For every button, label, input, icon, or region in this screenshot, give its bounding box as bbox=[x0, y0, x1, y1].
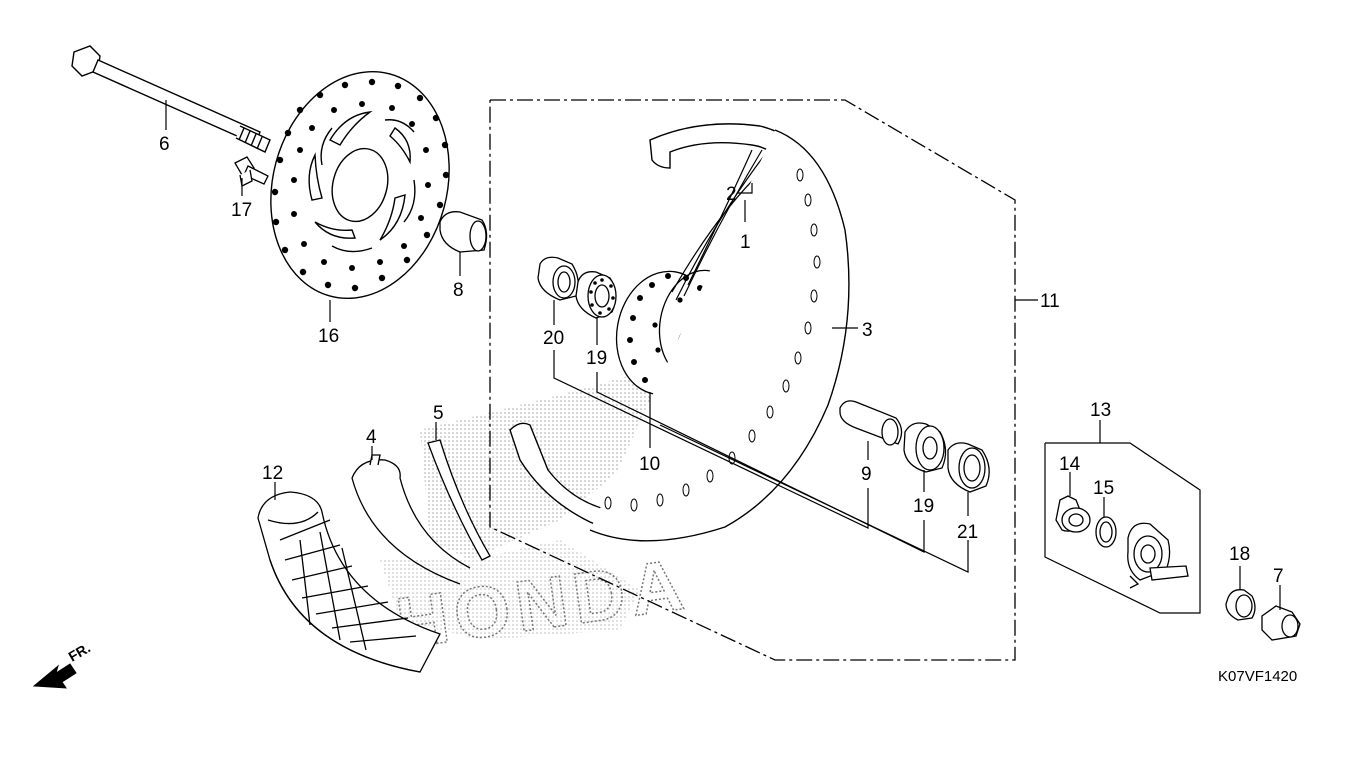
callout-10: 10 bbox=[639, 454, 660, 475]
wheel-rim bbox=[509, 123, 850, 542]
radial-bearing-left bbox=[575, 271, 617, 319]
radial-bearing-right bbox=[903, 422, 947, 473]
front-direction-arrow: FR. bbox=[32, 639, 94, 689]
callout-17: 17 bbox=[231, 200, 252, 221]
brake-disc bbox=[270, 70, 450, 300]
callout-18: 18 bbox=[1229, 544, 1250, 565]
diagram-code: K07VF1420 bbox=[1218, 668, 1297, 685]
callout-labels: 1 2 3 4 5 6 7 8 9 10 11 12 13 14 15 16 1… bbox=[159, 134, 1284, 587]
axle-nut bbox=[1261, 605, 1301, 641]
callout-14: 14 bbox=[1059, 454, 1081, 475]
distance-collar bbox=[839, 400, 903, 446]
speedometer-gearbox bbox=[1127, 522, 1189, 589]
side-collar bbox=[439, 211, 488, 253]
wheel-assembly-outline bbox=[489, 99, 1016, 661]
speedometer-oil-seal bbox=[1095, 516, 1117, 548]
callout-5: 5 bbox=[433, 403, 444, 424]
speedometer-gearbox-outline bbox=[1044, 442, 1201, 614]
callout-1: 1 bbox=[740, 232, 751, 253]
stipple-shading bbox=[380, 370, 690, 640]
fr-arrow-icon bbox=[32, 663, 77, 689]
dust-seal-left bbox=[537, 256, 579, 301]
dust-seal-right bbox=[947, 442, 990, 493]
tire bbox=[257, 491, 441, 673]
callout-3: 3 bbox=[862, 320, 873, 341]
callout-8: 8 bbox=[453, 280, 464, 301]
callout-20: 20 bbox=[543, 328, 564, 349]
callout-13: 13 bbox=[1090, 400, 1111, 421]
speedometer-retainer bbox=[1055, 495, 1091, 533]
leader-lines bbox=[165, 100, 1281, 610]
rim-band bbox=[427, 439, 491, 561]
callout-6: 6 bbox=[159, 134, 170, 155]
callout-12: 12 bbox=[262, 463, 283, 484]
callout-16: 16 bbox=[318, 326, 339, 347]
callout-19-left: 19 bbox=[586, 348, 607, 369]
fr-label: FR. bbox=[66, 639, 94, 664]
disc-bolt bbox=[234, 156, 269, 187]
callout-4: 4 bbox=[366, 427, 377, 448]
callout-9: 9 bbox=[861, 464, 872, 485]
callout-15: 15 bbox=[1093, 478, 1114, 499]
axle-sleeve bbox=[1225, 589, 1256, 621]
callout-2: 2 bbox=[726, 184, 737, 205]
front-axle bbox=[71, 45, 271, 153]
callout-7: 7 bbox=[1273, 566, 1284, 587]
callout-21: 21 bbox=[957, 522, 978, 543]
callout-11: 11 bbox=[1040, 291, 1060, 312]
callout-19-right: 19 bbox=[913, 496, 934, 517]
